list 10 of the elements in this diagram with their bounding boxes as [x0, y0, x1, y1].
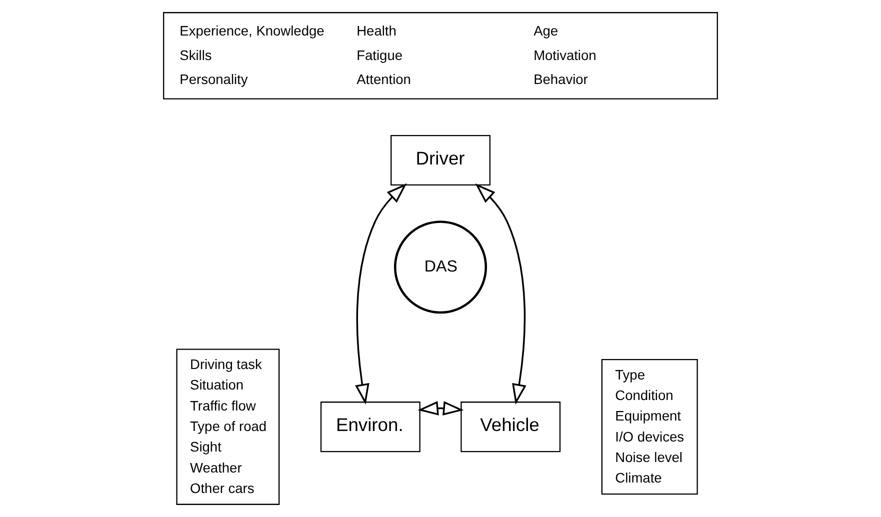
node-box: Experience, Knowledge Health Age Skills Fatigue Motivation Personality Attention Behavior [163, 12, 718, 100]
arrow [355, 183, 407, 405]
node-box: Type Condition Equipment I/O devices Noise level Climate [601, 359, 698, 495]
arrow [475, 183, 526, 405]
node-box: Vehicle [460, 402, 561, 452]
node-box: Driver [390, 134, 490, 186]
arrow [418, 401, 464, 416]
node-circle: DAS [394, 220, 488, 314]
node-box: Driving task Situation Traffic flow Type of road Sight Weather Other cars [176, 348, 280, 505]
node-box: Environ. [320, 402, 420, 452]
